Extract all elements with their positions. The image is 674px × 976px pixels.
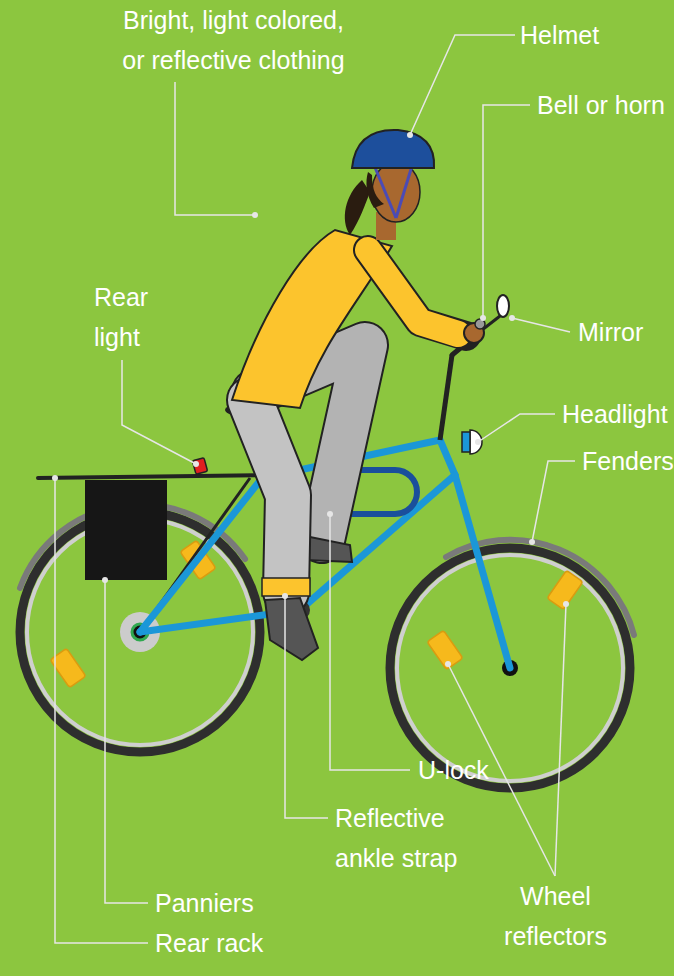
- leader-line: [555, 604, 566, 876]
- leader-dots: [52, 132, 569, 667]
- helmet-strap: [396, 166, 412, 218]
- part-label: Reflective ankle strap: [335, 798, 470, 878]
- part-label: Helmet: [520, 15, 599, 55]
- part-label: Panniers: [155, 883, 254, 923]
- leader-dot: [407, 132, 413, 138]
- rear-rack: [38, 475, 268, 478]
- part-label: Fenders: [582, 441, 674, 481]
- part-label: Bell or horn: [537, 85, 665, 125]
- leg-outline: [250, 400, 288, 592]
- leader-dot: [52, 475, 58, 481]
- part-label: U-lock: [418, 750, 489, 790]
- part-label: Rear rack: [155, 923, 263, 963]
- leader-line: [512, 318, 570, 332]
- leader-line: [105, 580, 148, 903]
- leader-dot: [282, 593, 288, 599]
- sleeve: [368, 250, 458, 334]
- rear-light: [192, 458, 207, 475]
- leader-line: [532, 461, 575, 542]
- leader-dot: [563, 601, 569, 607]
- near-leg: [250, 400, 288, 592]
- shoe: [265, 598, 318, 660]
- leader-line: [55, 478, 148, 943]
- leader-dot: [509, 315, 515, 321]
- hair: [366, 172, 384, 208]
- part-label: Mirror: [578, 312, 643, 352]
- arm-outline: [368, 250, 466, 336]
- mirror: [497, 295, 509, 317]
- head: [372, 162, 420, 222]
- leader-dot: [327, 511, 333, 517]
- ponytail: [345, 180, 370, 235]
- seat-stay: [140, 478, 262, 632]
- leader-dot: [252, 212, 258, 218]
- head-tube: [440, 440, 455, 475]
- part-label: Rear light: [94, 277, 169, 357]
- leader-line: [122, 360, 196, 464]
- leader-dot: [102, 577, 108, 583]
- leader-dot: [480, 315, 486, 321]
- stem: [440, 355, 452, 440]
- wheel-reflector: [547, 570, 583, 609]
- leader-line: [330, 514, 410, 770]
- helmet: [352, 130, 434, 168]
- part-label: Bright, light colored, or reflective clo…: [116, 0, 351, 80]
- fork: [455, 475, 510, 668]
- leader-line: [478, 414, 555, 442]
- leader-dot: [529, 539, 535, 545]
- leader-dot: [475, 439, 481, 445]
- helmet-strap: [374, 165, 396, 218]
- leader-dot: [445, 661, 451, 667]
- leader-line: [175, 82, 255, 215]
- pannier-bag: [85, 480, 167, 580]
- leader-line: [410, 35, 515, 135]
- wheel-reflector: [427, 630, 463, 669]
- headlight-body: [462, 432, 470, 452]
- part-label: Headlight: [562, 394, 668, 434]
- leader-line: [483, 105, 530, 318]
- leader-lines: [55, 35, 575, 943]
- headlight: [470, 430, 482, 454]
- leader-dot: [193, 461, 199, 467]
- part-label: Wheel reflectors: [483, 876, 628, 956]
- leader-line: [285, 596, 328, 818]
